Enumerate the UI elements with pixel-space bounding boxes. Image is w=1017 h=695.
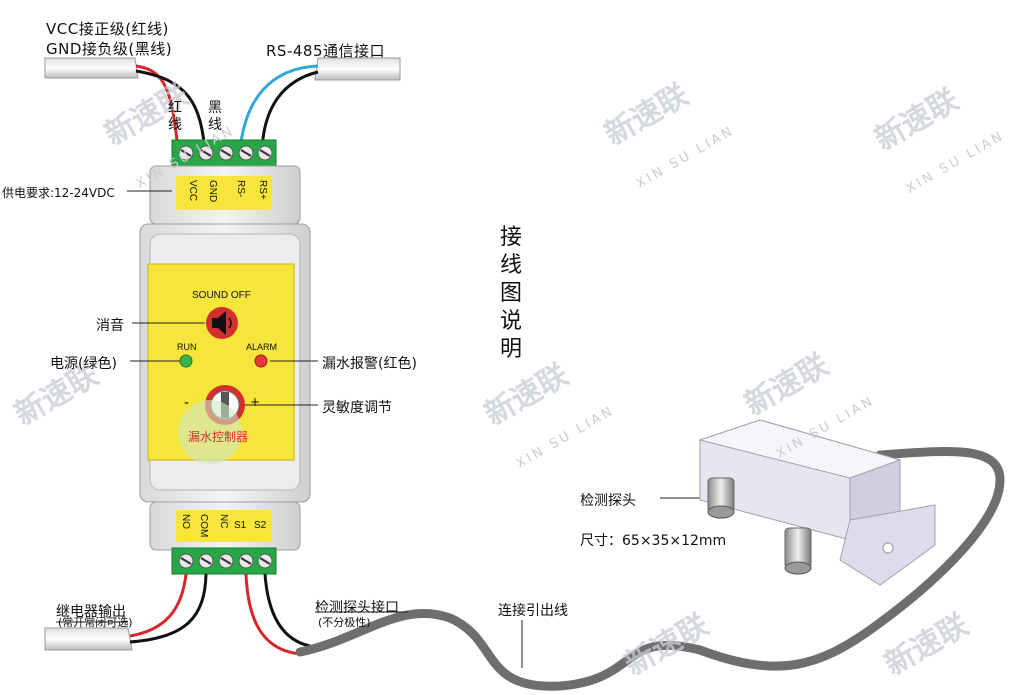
probe-size-label: 尺寸：65×35×12mm [580,533,727,549]
gnd-label: GND接负级(黑线) [46,40,173,58]
lead-wire [295,447,1005,691]
terminal-s1: S1 [234,520,247,531]
probe-wire-red [244,573,301,656]
title-char-4: 说 [499,309,522,334]
knob-minus: - [184,395,190,411]
leak-alarm-label: 漏水报警(红色) [322,356,417,372]
title-char-5: 明 [499,337,522,362]
title-char-2: 线 [499,253,522,278]
relay-cable [44,573,208,651]
sound-off-label: SOUND OFF [192,290,251,301]
alarm-led [254,354,268,368]
mute-label: 消音 [96,318,124,334]
rs485-label: RS-485通信接口 [266,42,385,60]
relay-output-sub-label: (常开常闭可选) [58,616,133,629]
terminal-com: COM [198,514,209,538]
controller-housing [139,165,311,551]
run-led [179,354,193,368]
bottom-terminal-block [171,547,277,575]
terminal-rs-minus: RS- [235,180,246,198]
run-label: RUN [177,342,197,352]
probe-label: 检测探头 [580,493,636,509]
top-terminal-block [171,139,277,167]
terminal-rs-plus: RS+ [257,180,268,200]
probe-port-sub-label: (不分极性) [318,616,371,629]
black-wire-label-2: 线 [208,117,222,133]
power-led-label: 电源(绿色) [50,356,117,372]
device-name-label: 漏水控制器 [188,430,249,444]
sensitivity-label: 灵敏度调节 [322,400,392,416]
relay-output-label: 继电器输出 [56,604,126,620]
vcc-label: VCC接正级(红线) [46,20,169,38]
rs485-cable [238,57,401,151]
terminal-vcc: VCC [187,180,198,202]
mute-button-graphic [206,307,238,339]
terminal-no: NO [180,514,191,529]
title-char-3: 图 [499,281,522,306]
terminal-s2: S2 [254,520,267,531]
alarm-label: ALARM [246,342,278,352]
red-wire-label-1: 红 [168,100,182,116]
power-cable [44,57,207,151]
probe-wire-black [263,573,311,648]
probe-port-label: 检测探头接口 [315,600,399,616]
title-char-1: 接 [499,225,522,250]
red-wire-label-2: 线 [168,117,182,133]
knob-plus: + [250,395,261,409]
terminal-gnd: GND [207,180,218,203]
black-wire-label-1: 黑 [208,100,222,116]
probe-sensor [698,419,936,586]
lead-wire-label: 连接引出线 [498,603,568,619]
terminal-nc: NC [218,514,229,529]
power-requirement-label: 供电要求:12-24VDC [2,186,115,200]
